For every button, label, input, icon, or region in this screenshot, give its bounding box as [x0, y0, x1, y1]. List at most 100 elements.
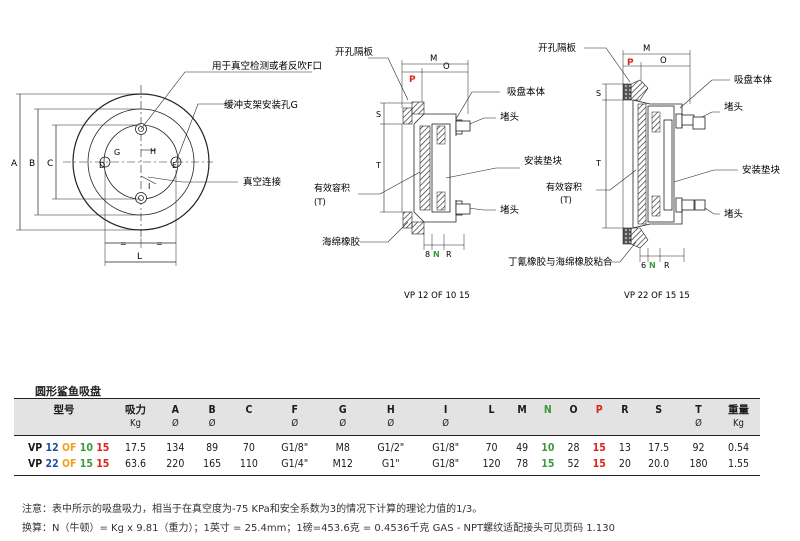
table-cell: 13 — [618, 442, 631, 454]
table-cell: 180 — [680, 456, 717, 476]
dim-p-right: P — [627, 58, 634, 68]
table-cell: G1/2" — [377, 442, 405, 454]
table-cell: 20 — [612, 456, 638, 476]
note-suction: 注意：表中所示的吸盘吸力，相当于在真空度为-75 KPa和安全系数为3的情况下计… — [22, 504, 483, 515]
column-header-label: A — [171, 404, 179, 416]
model-part: OF — [58, 442, 77, 454]
column-header: O — [561, 398, 586, 436]
column-header-label: 吸力 — [124, 404, 146, 416]
table-cell: 49 — [516, 442, 529, 454]
column-header-unit — [613, 417, 638, 430]
column-header-unit: Kg — [732, 418, 744, 429]
callout-plug-left-bottom: 堵头 — [500, 204, 519, 216]
column-header-label: N — [543, 404, 552, 416]
table-cell: G1/8" — [432, 442, 460, 454]
callout-pad-left: 安装垫块 — [524, 155, 563, 167]
dim-s-right: S — [596, 89, 601, 98]
callout-volume-right-t: (T) — [560, 196, 572, 206]
table-cell: 10 — [541, 442, 555, 454]
table-cell: 28 — [567, 442, 580, 454]
dim-c: C — [47, 159, 53, 169]
table-cell: G1/8" — [418, 456, 474, 476]
dim-l: L — [137, 252, 142, 262]
column-header: M — [509, 398, 535, 436]
model-part: OF — [58, 458, 77, 470]
label-h: H — [150, 147, 156, 156]
column-header-unit: Ø — [387, 418, 395, 429]
table-cell: 134 — [166, 442, 185, 454]
table-cell: 15 — [592, 442, 606, 454]
dim-b: B — [29, 159, 35, 169]
table-cell: 1.55 — [716, 456, 760, 476]
dim-r-left: R — [446, 250, 452, 259]
table-cell: 89 — [206, 442, 219, 454]
table-cell: 20.0 — [637, 456, 681, 476]
callout-sponge: 海绵橡胶 — [322, 236, 361, 248]
dim-o-left: O — [443, 62, 450, 72]
dim-num-right: 6 — [641, 261, 646, 270]
callout-open-plate-left: 开孔隔板 — [335, 46, 374, 58]
callout-plug-left-top: 堵头 — [500, 111, 519, 123]
dim-num-left: 8 — [425, 250, 430, 259]
column-header-unit — [14, 417, 114, 430]
dim-a: A — [11, 159, 18, 169]
port-g-hole — [99, 156, 111, 168]
column-header-label: T — [695, 404, 702, 416]
dim-s-left: S — [376, 110, 381, 119]
column-header-label: I — [443, 404, 448, 416]
section-title: 圆形鲨鱼吸盘 — [35, 385, 101, 398]
callout-vacuum-connect: 真空连接 — [243, 176, 282, 188]
dim-r-right: R — [664, 261, 670, 270]
column-header-unit — [561, 417, 586, 430]
table-cell: 17.5 — [124, 442, 146, 454]
column-header-unit: Ø — [695, 418, 702, 429]
dim-m-left: M — [430, 54, 437, 64]
column-header: R — [612, 398, 638, 436]
eq-left: = — [120, 239, 127, 248]
callout-volume-left-t: (T) — [314, 198, 326, 208]
column-header-unit — [637, 417, 680, 430]
model-part: 10 — [76, 442, 93, 454]
model-part: 12 — [45, 442, 59, 454]
column-header-unit: Ø — [442, 418, 449, 429]
table-cell: 52 — [561, 456, 586, 476]
callout-body-left: 吸盘本体 — [507, 86, 546, 98]
table-cell: 70 — [242, 442, 255, 454]
column-header: 吸力 Kg — [114, 398, 157, 436]
column-header: L — [473, 398, 510, 436]
column-header-unit — [586, 417, 613, 430]
front-view — [16, 71, 312, 266]
column-header-label: M — [517, 404, 527, 416]
table-cell: 165 — [193, 456, 231, 476]
table-cell: 17.5 — [648, 442, 670, 454]
callout-body-right: 吸盘本体 — [734, 74, 773, 86]
table-cell: 220 — [156, 456, 194, 476]
column-header: S — [637, 398, 681, 436]
column-header-label: F — [291, 404, 298, 416]
column-header-label: P — [595, 404, 603, 416]
model-part: 15 — [92, 442, 110, 454]
table-cell: 120 — [473, 456, 510, 476]
callout-volume-right: 有效容积 — [546, 181, 582, 193]
dim-n-right: N — [649, 261, 656, 270]
column-header-unit: Kg — [129, 418, 141, 429]
column-header: C — [230, 398, 268, 436]
column-header-unit: Ø — [208, 418, 216, 429]
table-cell: G1/4" — [267, 456, 323, 476]
callout-nitrile: 丁氰橡胶与海绵橡胶粘合 — [508, 256, 613, 268]
column-header-label: 型号 — [53, 404, 75, 416]
dim-t-right: T — [595, 159, 601, 168]
table-cell: G1/8" — [281, 442, 309, 454]
model-part: VP — [28, 458, 46, 470]
table-cell: 78 — [509, 456, 535, 476]
